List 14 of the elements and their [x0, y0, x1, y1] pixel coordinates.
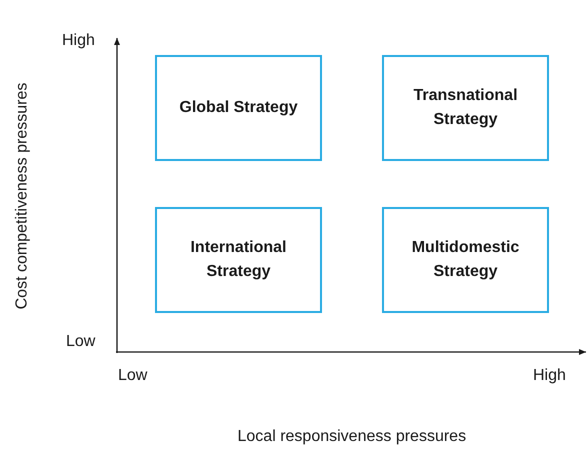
axis-tick-label: High — [533, 367, 566, 385]
axis-tick-label: Low — [66, 333, 96, 351]
strategy-box — [382, 207, 549, 313]
axis-tick-label: Low — [118, 367, 148, 385]
strategy-name: Global Strategy — [178, 98, 299, 118]
strategy-box — [382, 55, 549, 161]
strategy-name: Transnational Strategy — [412, 86, 519, 130]
strategy-box — [155, 55, 322, 161]
strategy-box — [155, 207, 322, 313]
axis-tick-label: High — [62, 32, 95, 50]
strategy-name: Multidomestic Strategy — [410, 238, 520, 282]
axis-title: Cost competitiveness pressures — [12, 82, 31, 310]
axis-title: Local responsiveness pressures — [238, 428, 466, 446]
strategy-name: International Strategy — [189, 238, 288, 282]
